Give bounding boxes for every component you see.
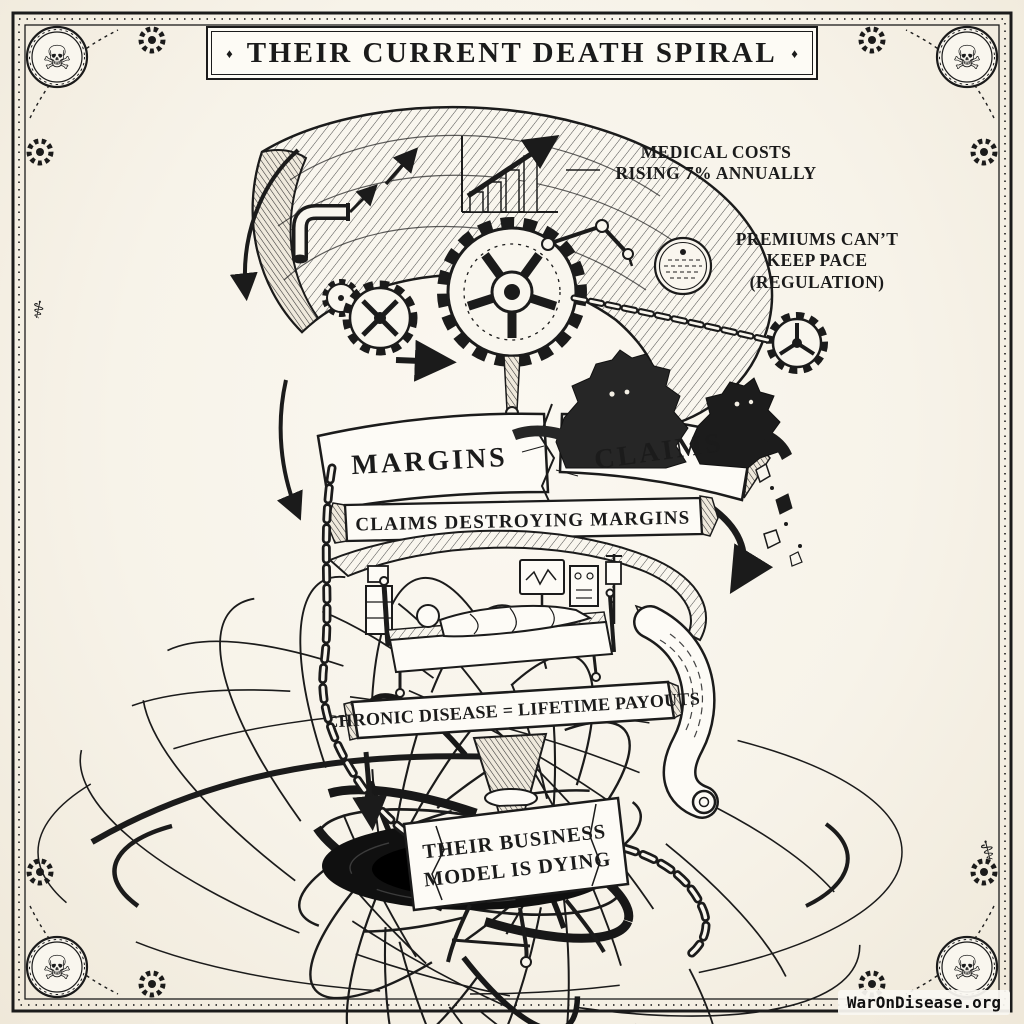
chronic-disease-ribbon: CHRONIC DISEASE = LIFETIME PAYOUTS [325, 680, 701, 741]
skull-icon: ☠ [42, 951, 72, 987]
demon-figures [512, 349, 792, 469]
gear-small-left [322, 279, 418, 356]
ornament-icon: ♦ [226, 45, 233, 61]
down-arrow [352, 751, 388, 831]
skull-icon: ☠ [952, 951, 982, 987]
debris [755, 462, 803, 567]
gear-large [437, 217, 587, 367]
caduceus-icon: ⚕ [29, 297, 47, 325]
bill-scroll [633, 604, 719, 819]
lower-spiral-shelf [328, 529, 708, 642]
gear-chain [570, 294, 776, 345]
ornament-icon: ♦ [791, 45, 798, 61]
callout-premiums-line2: KEEP PACE [766, 250, 868, 271]
regulation-seal-icon [653, 236, 713, 296]
watermark-text: WarOnDisease.org [846, 993, 1001, 1012]
vortex [37, 575, 903, 1024]
descent-arrows [229, 147, 774, 594]
linkage-arm [541, 219, 634, 267]
callout-premiums-line1: PREMIUMS CAN’T [735, 229, 899, 249]
callout-premiums-line3: (REGULATION) [749, 271, 885, 292]
title-banner-inner: ♦ THEIR CURRENT DEATH SPIRAL ♦ [211, 31, 813, 75]
hospital-bed-scene [365, 554, 622, 698]
callout-medical-line1: MEDICAL COSTS [640, 142, 792, 162]
gear-ornament-icons [26, 26, 998, 998]
rising-chart-icon [461, 135, 600, 213]
callout-premiums: PREMIUMS CAN’T KEEP PACE (REGULATION) [714, 229, 920, 293]
watermark-badge: WarOnDisease.org [837, 990, 1010, 1015]
skull-icon: ☠ [952, 41, 982, 77]
skull-medallion-top-right: ☠ [935, 25, 999, 89]
callout-medical-line2: RISING 7% ANNUALLY [615, 163, 817, 184]
callout-medical-costs: MEDICAL COSTS RISING 7% ANNUALLY [606, 142, 826, 185]
gear-shaft [503, 355, 521, 420]
skull-icon: ☠ [42, 41, 72, 77]
page-title: THEIR CURRENT DEATH SPIRAL [246, 36, 778, 69]
pipe [292, 203, 350, 264]
claims-destroying-ribbon: CLAIMS DESTROYING MARGINS [326, 495, 719, 544]
gear-small-right [766, 312, 828, 374]
caduceus-icon: ⚕ [977, 835, 998, 868]
title-banner: ♦ THEIR CURRENT DEATH SPIRAL ♦ [206, 26, 818, 80]
skull-medallion-bottom-left: ☠ [25, 935, 89, 999]
collapsing-struts [446, 898, 606, 968]
skull-medallion-bottom-right: ☠ [935, 935, 999, 999]
funnel-stem [472, 732, 548, 826]
chain-right [619, 843, 711, 961]
business-model-banner: THEIR BUSINESS MODEL IS DYING [402, 796, 630, 912]
skull-medallion-top-left: ☠ [25, 25, 89, 89]
